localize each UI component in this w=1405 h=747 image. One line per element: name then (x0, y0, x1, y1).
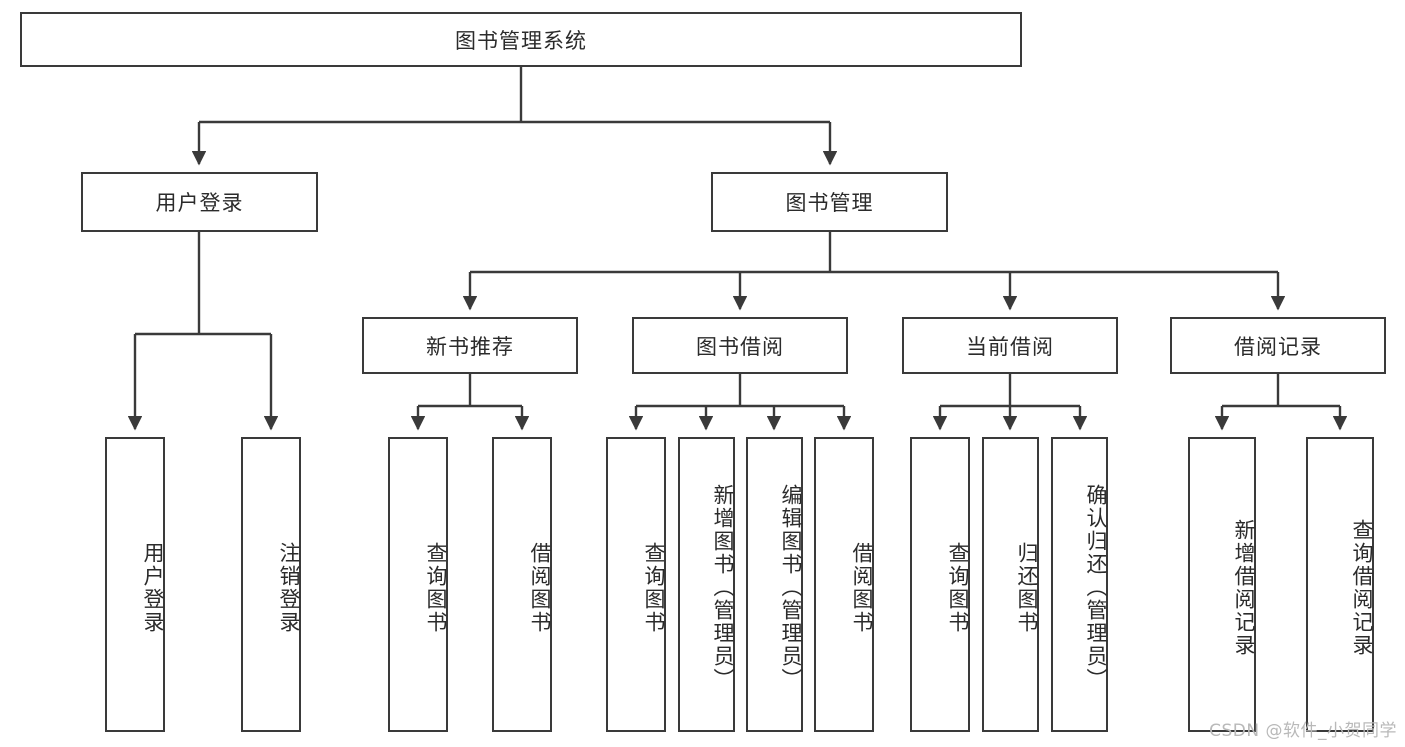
leaf-book-borrow-edit-book-admin[interactable]: 编辑图书（管理员） (746, 437, 803, 732)
leaf-book-borrow-add-book-admin[interactable]: 新增图书（管理员） (678, 437, 735, 732)
leaf-current-borrow-return-book[interactable]: 归还图书 (982, 437, 1039, 732)
leaf-label: 注销登录 (277, 541, 301, 634)
leaf-label: 归还图书 (1015, 541, 1039, 634)
leaf-user-login-logout[interactable]: 注销登录 (241, 437, 301, 732)
leaf-label: 查询借阅记录 (1350, 518, 1374, 657)
leaf-user-login-login[interactable]: 用户登录 (105, 437, 165, 732)
leaf-current-borrow-query-book[interactable]: 查询图书 (910, 437, 970, 732)
leaf-borrow-record-query-record[interactable]: 查询借阅记录 (1306, 437, 1374, 732)
leaf-label: 编辑图书（管理员） (779, 484, 803, 691)
leaf-borrow-record-add-record[interactable]: 新增借阅记录 (1188, 437, 1256, 732)
node-current-borrow[interactable]: 当前借阅 (902, 317, 1118, 374)
csdn-watermark: CSDN @软件_小贺同学 (1209, 721, 1397, 741)
leaf-current-borrow-confirm-return-admin[interactable]: 确认归还（管理员） (1051, 437, 1108, 732)
node-borrow-record[interactable]: 借阅记录 (1170, 317, 1386, 374)
leaf-label: 确认归还（管理员） (1084, 484, 1108, 691)
leaf-book-borrow-query-book[interactable]: 查询图书 (606, 437, 666, 732)
node-book-management[interactable]: 图书管理 (711, 172, 948, 232)
leaf-label: 查询图书 (642, 541, 666, 634)
node-new-book-recommend[interactable]: 新书推荐 (362, 317, 578, 374)
leaf-label: 借阅图书 (528, 541, 552, 634)
leaf-label: 新增借阅记录 (1232, 518, 1256, 657)
leaf-new-book-query-book[interactable]: 查询图书 (388, 437, 448, 732)
leaf-label: 查询图书 (424, 541, 448, 634)
leaf-label: 新增图书（管理员） (711, 484, 735, 691)
leaf-label: 查询图书 (946, 541, 970, 634)
leaf-book-borrow-borrow-book[interactable]: 借阅图书 (814, 437, 874, 732)
node-user-login[interactable]: 用户登录 (81, 172, 318, 232)
node-root-book-management-system[interactable]: 图书管理系统 (20, 12, 1022, 67)
leaf-label: 借阅图书 (850, 541, 874, 634)
node-book-borrow[interactable]: 图书借阅 (632, 317, 848, 374)
leaf-label: 用户登录 (141, 541, 165, 634)
leaf-new-book-borrow-book[interactable]: 借阅图书 (492, 437, 552, 732)
